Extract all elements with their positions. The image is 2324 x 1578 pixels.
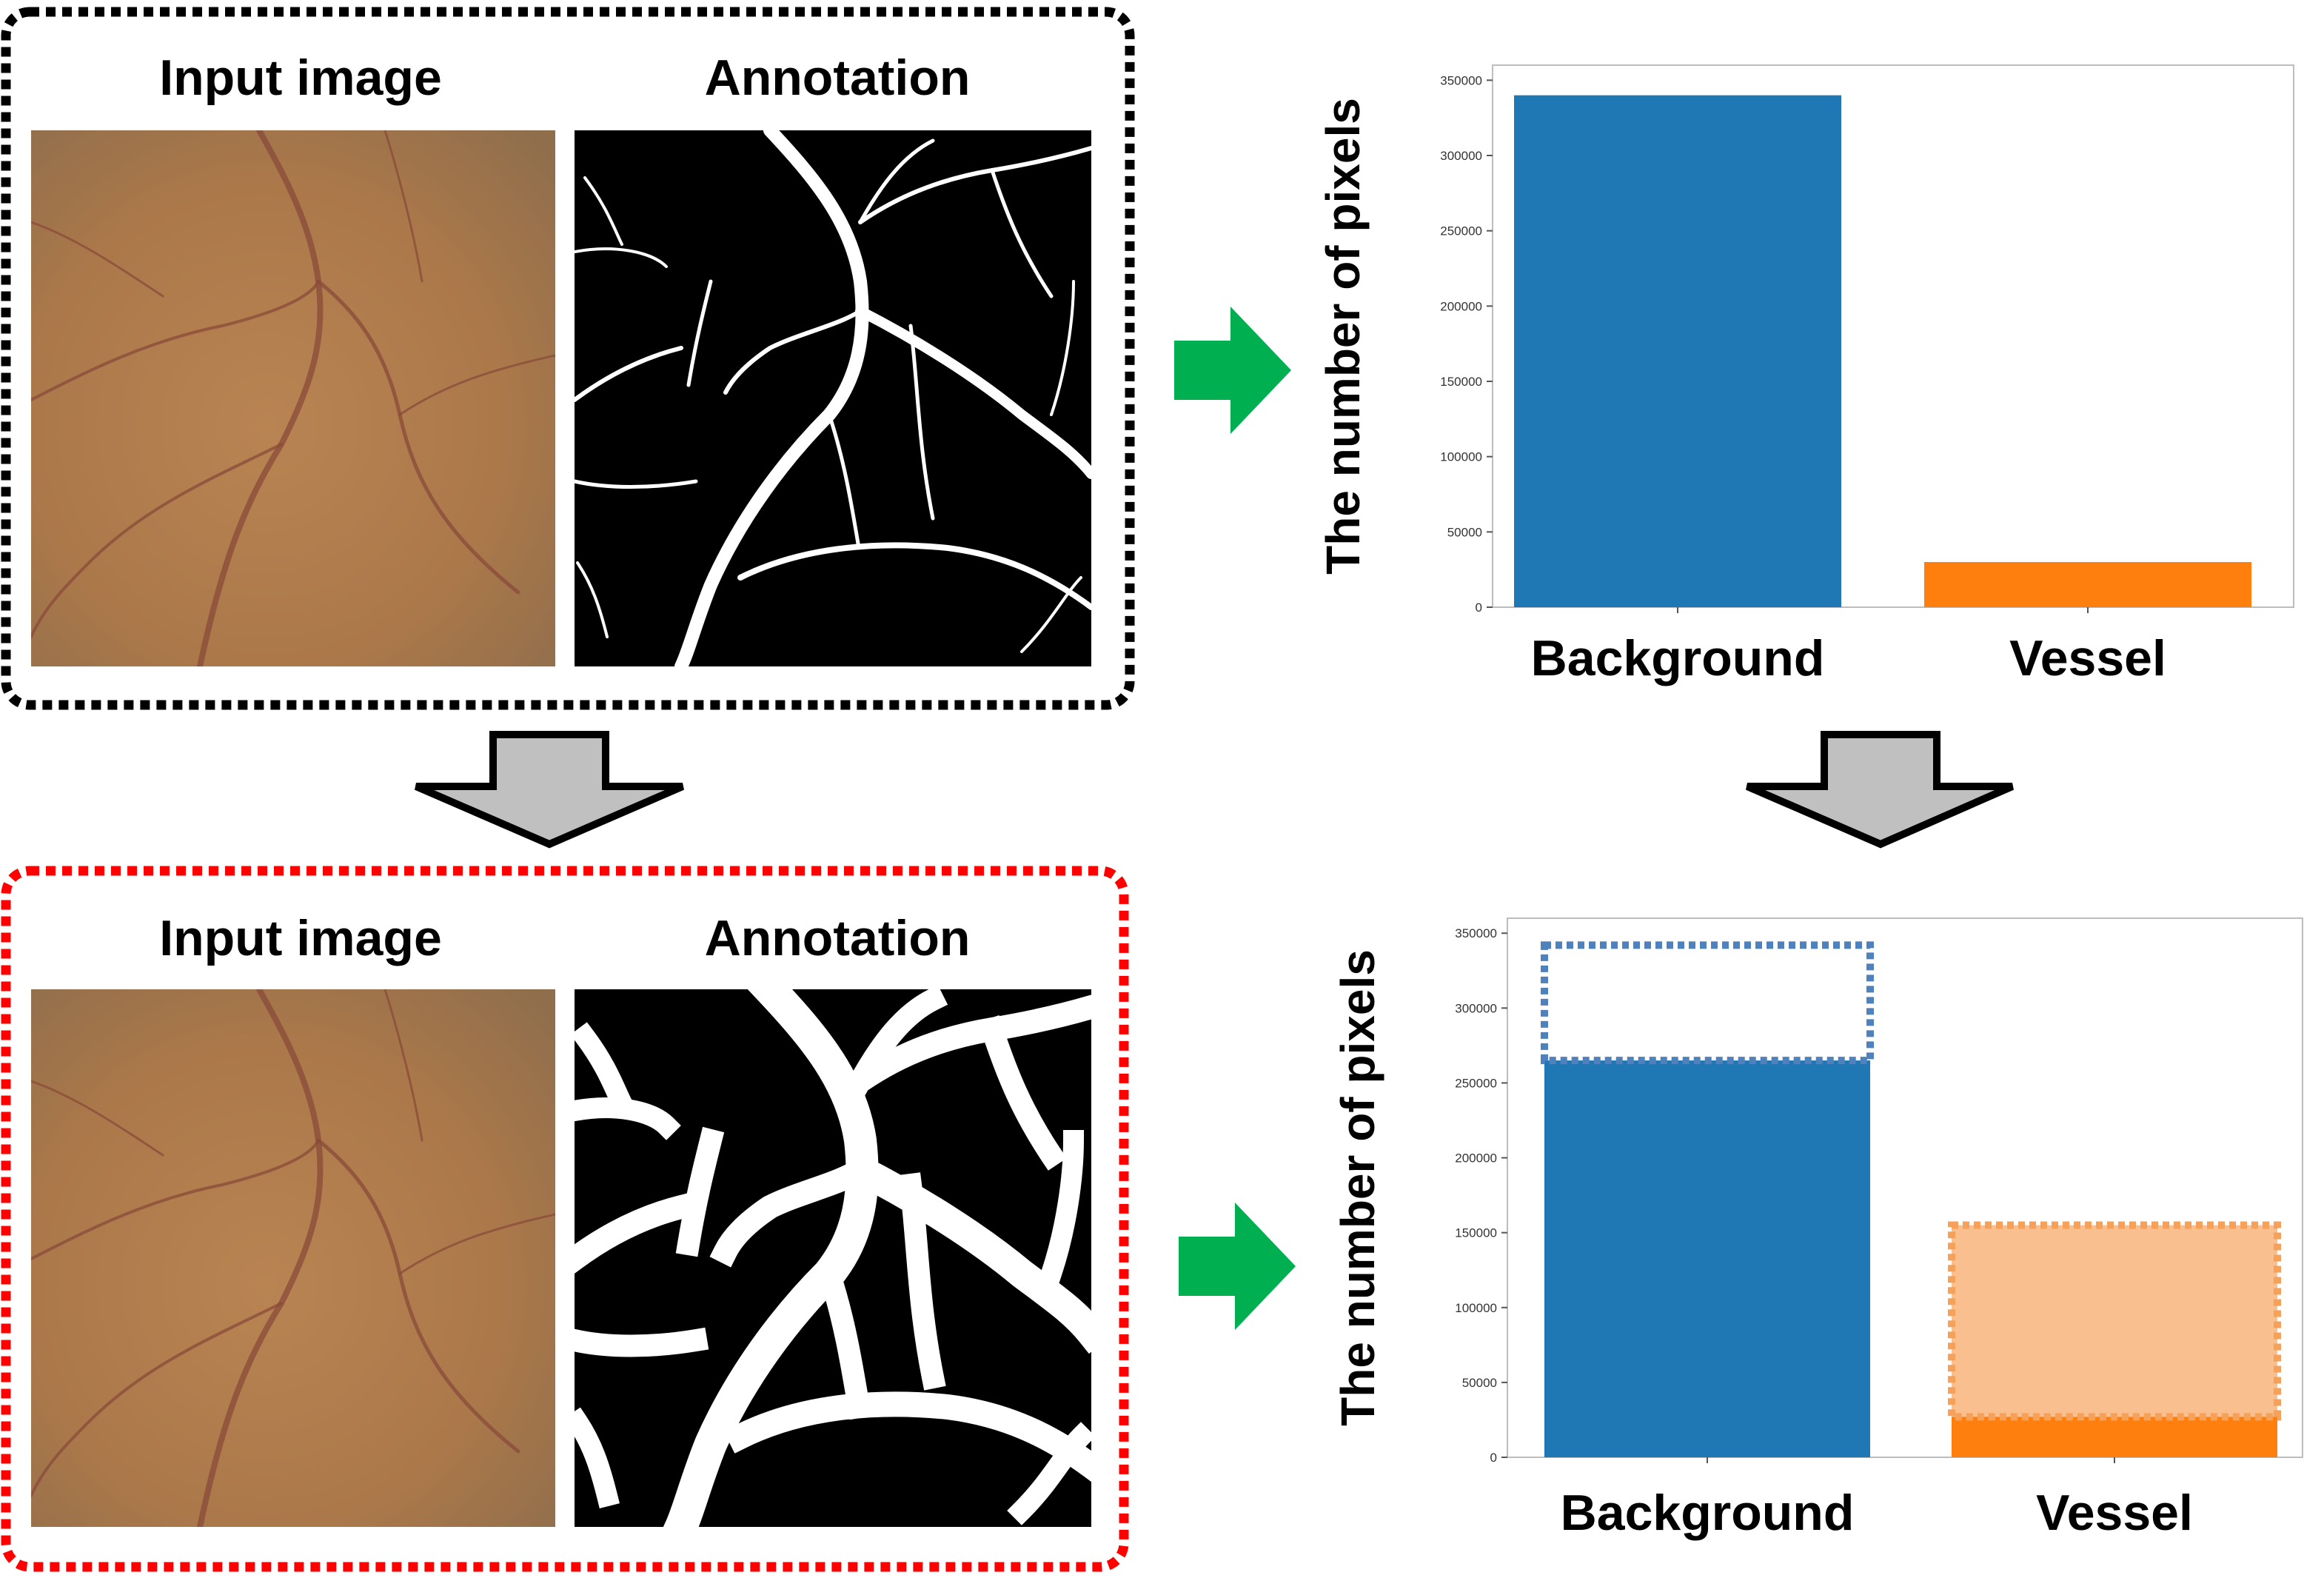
top-panel: Input image Annotation	[1, 7, 1135, 710]
y-tick-label: 50000	[1462, 1376, 1497, 1390]
annotation-vessel	[827, 412, 861, 550]
annotation-vessel-thick	[1007, 1422, 1091, 1525]
green-right-arrow-top	[1174, 307, 1291, 434]
plot-frame	[1492, 64, 2294, 608]
y-tick-label: 300000	[1440, 149, 1482, 163]
y-tick-label: 350000	[1455, 926, 1497, 940]
fundus-vessel	[384, 130, 423, 283]
annotation-vessel-thick	[898, 1172, 946, 1391]
x-category-label: Vessel	[2036, 1485, 2193, 1541]
chart-bottom: 0 50000 100000 150000 200000 250000 300000 3500…	[1331, 917, 2303, 1541]
bottom-panel-frame	[1, 866, 1129, 1572]
x-category-label: Background	[1531, 630, 1825, 686]
fundus-vessel	[31, 1302, 283, 1497]
bar-background	[1544, 1060, 1870, 1457]
annotation-vessel-thick	[709, 1153, 877, 1268]
y-tick-label: 0	[1476, 601, 1482, 615]
plot-frame	[1507, 917, 2303, 1458]
y-tick-label: 200000	[1455, 1151, 1497, 1166]
annotation-vessel	[723, 309, 863, 395]
bar-vessel-original	[1952, 1417, 2277, 1457]
annotation-vessel	[858, 138, 935, 224]
fundus-vessel	[31, 280, 320, 401]
annotation-vessel	[1050, 280, 1075, 416]
top-input-image-label: Input image	[159, 50, 442, 106]
y-tick-label: 50000	[1447, 525, 1482, 539]
bottom-input-image-label: Input image	[159, 910, 442, 966]
annotation-vessel-thick	[575, 1407, 620, 1508]
top-annotation-image	[575, 130, 1091, 666]
y-tick-label: 100000	[1455, 1301, 1497, 1315]
fundus-vessel	[31, 443, 283, 638]
y-tick-label: 150000	[1455, 1226, 1497, 1240]
y-tick-label: 200000	[1440, 299, 1482, 313]
annotation-vessel	[686, 279, 713, 387]
annotation-vessel	[990, 168, 1054, 298]
fundus-vessel	[31, 221, 164, 298]
bottom-annotation-image	[575, 989, 1091, 1527]
gray-down-arrow-right	[1746, 731, 2015, 849]
fundus-vessel	[197, 130, 324, 666]
fundus-vessel	[197, 989, 324, 1527]
green-right-arrow-bottom	[1179, 1203, 1296, 1330]
annotation-vessel	[576, 561, 609, 638]
bottom-input-image	[31, 989, 555, 1527]
annotation-vessel	[855, 306, 1091, 479]
annotation-vessel	[583, 176, 623, 246]
gray-down-arrow-left	[415, 731, 684, 849]
top-panel-frame	[1, 7, 1135, 710]
chart-top: 0 50000 100000 150000 200000 250000 300000 3500…	[1316, 64, 2294, 686]
annotation-vessel-thick	[575, 1327, 709, 1357]
annotation-vessel	[737, 542, 1091, 610]
y-axis-label: The number of pixels	[1316, 98, 1370, 575]
y-tick-label: 100000	[1440, 450, 1482, 464]
bar-vessel	[1924, 562, 2251, 607]
fundus-vessel	[31, 1139, 320, 1260]
fundus-vessel	[316, 279, 520, 595]
annotation-vessel	[1020, 576, 1082, 653]
x-category-label: Vessel	[2009, 630, 2166, 686]
fundus-vessel	[316, 1138, 520, 1454]
bar-vessel-dashed-outline	[1948, 1221, 2281, 1421]
top-input-image	[31, 130, 555, 666]
bottom-panel: Input image Annotation	[1, 866, 1129, 1572]
annotation-vessel-thick	[723, 1391, 1091, 1482]
fundus-vessel	[31, 1080, 164, 1157]
annotation-vessel-thick	[978, 1015, 1067, 1171]
y-tick-label: 150000	[1440, 375, 1482, 389]
annotation-vessel	[575, 346, 683, 402]
annotation-vessel-thick	[845, 989, 948, 1097]
annotation-vessel-thick	[815, 1260, 872, 1420]
fundus-vessel	[398, 1213, 555, 1275]
y-tick-label: 350000	[1440, 73, 1482, 87]
annotation-vessel-thick	[1038, 1129, 1085, 1287]
y-tick-label: 250000	[1440, 224, 1482, 238]
bar-background-dashed-outline	[1541, 941, 1874, 1065]
x-category-label: Background	[1561, 1485, 1855, 1541]
annotation-vessel	[575, 247, 668, 268]
top-annotation-label: Annotation	[705, 50, 971, 106]
bar-background	[1514, 95, 1841, 607]
bottom-annotation-label: Annotation	[705, 910, 971, 966]
annotation-vessel-thick	[575, 1097, 681, 1140]
annotation-vessel	[908, 324, 935, 521]
fundus-vessel	[398, 354, 555, 416]
y-axis-label: The number of pixels	[1331, 949, 1384, 1426]
y-tick-label: 300000	[1455, 1001, 1497, 1015]
y-tick-label: 0	[1490, 1451, 1497, 1465]
fundus-vessel	[384, 989, 423, 1142]
annotation-vessel-thick	[575, 1192, 696, 1274]
annotation-vessel	[575, 479, 698, 489]
y-tick-label: 250000	[1455, 1076, 1497, 1090]
annotation-vessel-thick	[675, 1126, 725, 1257]
